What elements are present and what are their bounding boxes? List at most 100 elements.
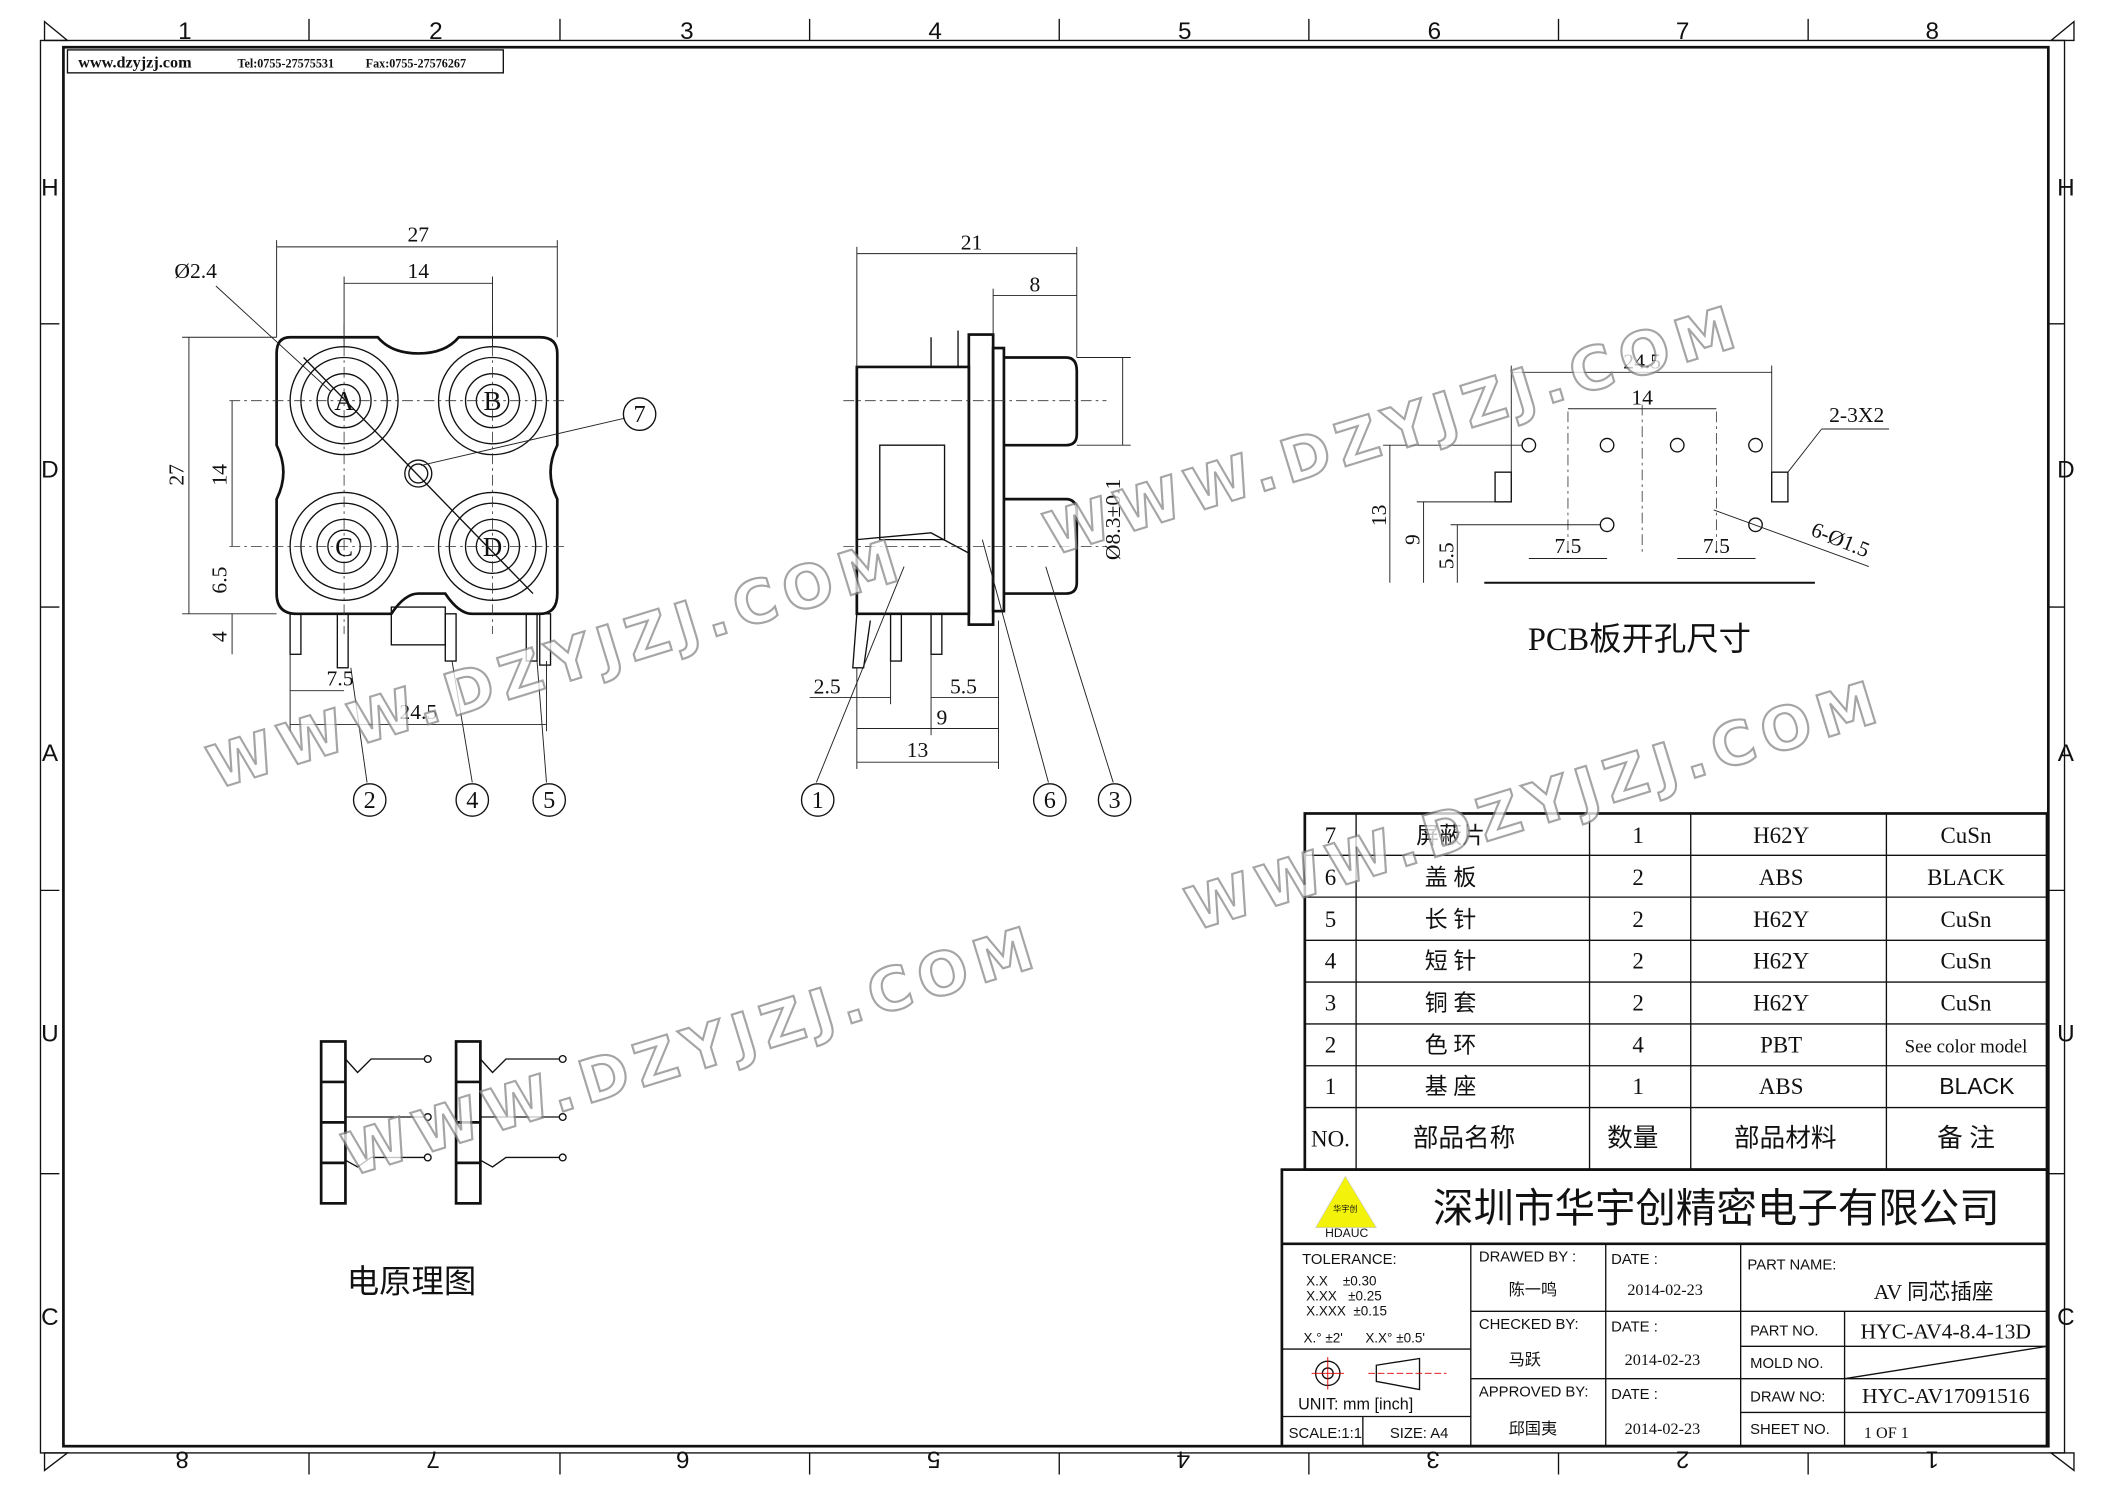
frame-col: 7 <box>426 1446 440 1473</box>
drawed-date: 2014-02-23 <box>1627 1281 1703 1299</box>
bom-name: 色 环 <box>1425 1032 1477 1057</box>
bom-no: 4 <box>1325 949 1337 974</box>
frame-col: 7 <box>1676 18 1690 45</box>
dim-5-5: 5.5 <box>950 674 977 698</box>
tolerance-2: X.XX ±0.25 <box>1306 1288 1382 1303</box>
website-link[interactable]: www.dzyjzj.com <box>78 53 192 71</box>
bom-note: See color model <box>1905 1036 2028 1057</box>
frame-col: 5 <box>1178 18 1192 45</box>
bom-material: ABS <box>1759 1074 1804 1099</box>
bom-header-no: NO. <box>1311 1127 1350 1152</box>
unit: UNIT: mm [inch] <box>1298 1396 1413 1414</box>
bom-material: H62Y <box>1753 907 1809 932</box>
company-logo: 华宇创 HDAUC <box>1315 1175 1377 1240</box>
frame-row: H <box>2057 175 2075 202</box>
frame-col: 1 <box>178 18 192 45</box>
bom-qty: 2 <box>1632 990 1643 1015</box>
bom-qty: 2 <box>1632 949 1643 974</box>
header-contact: www.dzyjzj.com Tel:0755-27575531 Fax:075… <box>66 49 504 74</box>
draw-no: HYC-AV17091516 <box>1862 1384 2030 1408</box>
pcb-dim-slot: 2-3X2 <box>1829 403 1884 427</box>
bom-no: 5 <box>1325 907 1336 932</box>
frame-row: H <box>41 175 59 202</box>
bom-header: NO.部品名称数量部品材料备 注 <box>1311 1124 1995 1153</box>
part-no-label: PART NO. <box>1750 1324 1818 1340</box>
dim-hole: Ø2.4 <box>174 259 217 283</box>
side-view: 21 8 Ø8.3±0.1 2.5 5.5 9 13 1 6 3 <box>800 231 1132 817</box>
bom-material: PBT <box>1760 1032 1802 1057</box>
dim-24-5: 24.5 <box>399 700 437 724</box>
scale: SCALE:1:1 <box>1289 1426 1362 1442</box>
checked-by-label: CHECKED BY: <box>1479 1317 1579 1333</box>
projection-symbol <box>1311 1357 1447 1391</box>
frame-col: 4 <box>928 18 942 45</box>
date-label: DATE : <box>1611 1387 1658 1403</box>
frame-row: A <box>42 740 59 767</box>
size: SIZE: A4 <box>1390 1426 1449 1442</box>
bom-name: 长 针 <box>1425 907 1477 932</box>
bom-note: BLACK <box>1927 865 2005 890</box>
approved-by-label: APPROVED BY: <box>1479 1384 1589 1400</box>
frame-row: A <box>2058 740 2075 767</box>
draw-no-label: DRAW NO: <box>1750 1390 1825 1406</box>
frame-col: 8 <box>175 1446 189 1473</box>
pcb-dim-7-5a: 7.5 <box>1554 534 1581 558</box>
logo-cn: 华宇创 <box>1333 1203 1357 1213</box>
mold-no-label: MOLD NO. <box>1750 1356 1823 1372</box>
bom-qty: 2 <box>1632 865 1643 890</box>
callout-5: 5 <box>543 787 555 814</box>
jack-label-b: B <box>484 386 502 416</box>
bom-note: CuSn <box>1941 990 1993 1015</box>
pcb-layout: 24.5 14 2-3X2 13 9 5.5 7.5 7.5 6-Ø1.5 PC… <box>1367 349 1890 658</box>
dim-depth: 21 <box>961 231 983 255</box>
tolerance-angle: X.° ±2' X.X° ±0.5' <box>1303 1330 1424 1345</box>
callout-2: 2 <box>364 787 376 814</box>
pcb-dim-5-5: 5.5 <box>1434 542 1458 569</box>
approved-date: 2014-02-23 <box>1625 1420 1701 1438</box>
bom-material: H62Y <box>1753 990 1809 1015</box>
checked-date: 2014-02-23 <box>1625 1351 1701 1369</box>
dim-9: 9 <box>936 705 947 729</box>
jack-label-c: C <box>335 532 353 562</box>
frame-row: U <box>41 1020 59 1047</box>
dim-4: 4 <box>208 631 232 642</box>
dim-6-5: 6.5 <box>208 567 232 594</box>
bom-name: 盖 板 <box>1425 865 1477 890</box>
watermark: WWW.DZYJZJ.COM <box>1178 666 1892 944</box>
bom-header-name: 部品名称 <box>1413 1124 1516 1153</box>
callout-7: 7 <box>634 401 646 428</box>
bom-header-material: 部品材料 <box>1734 1124 1837 1153</box>
bom-header-qty: 数量 <box>1607 1124 1658 1153</box>
frame-col: 2 <box>429 18 443 45</box>
dim-13: 13 <box>907 738 929 762</box>
bom-no: 7 <box>1325 823 1336 848</box>
bom-name: 铜 套 <box>1425 990 1477 1015</box>
bom-no: 6 <box>1325 865 1336 890</box>
checked-by: 马跃 <box>1509 1351 1541 1369</box>
dim-pitch: 14 <box>408 259 430 283</box>
schematic: 电原理图 <box>319 1040 567 1300</box>
jack-label-d: D <box>483 532 502 562</box>
pcb-dim-24-5: 24.5 <box>1623 349 1661 373</box>
schematic-title: 电原理图 <box>347 1264 477 1300</box>
jack-label-a: A <box>334 386 354 416</box>
drawing-frame: 1 2 3 4 5 6 7 8 1 2 3 4 5 6 7 8 H D A U … <box>39 18 2075 1475</box>
date-label: DATE : <box>1611 1252 1658 1268</box>
tel: Tel:0755-27575531 <box>237 56 334 70</box>
part-no: HYC-AV4-8.4-13D <box>1861 1319 2031 1343</box>
frame-row: C <box>2057 1304 2075 1331</box>
frame-row: D <box>2057 457 2075 484</box>
frame-col: 4 <box>1177 1446 1191 1473</box>
date-label: DATE : <box>1611 1320 1658 1336</box>
pcb-title: PCB板开孔尺寸 <box>1528 622 1751 658</box>
callout-6: 6 <box>1044 787 1056 814</box>
title-block: 华宇创 HDAUC 深圳市华宇创精密电子有限公司 TOLERANCE: X.X … <box>1280 1168 2049 1448</box>
bom-name: 基 座 <box>1425 1074 1477 1099</box>
